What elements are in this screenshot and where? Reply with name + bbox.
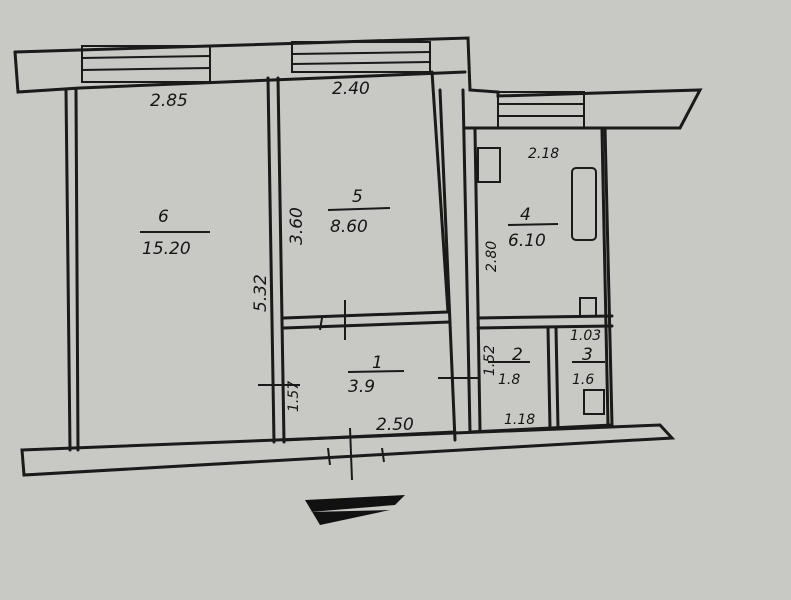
room-6: 6 15.20 [140,207,210,259]
room-number: 4 [520,205,531,225]
room-1: 1 3.9 [347,353,405,397]
dim-room5-width: 2.40 [332,79,370,99]
dim-room1-depth: 1.57 [286,381,302,412]
room-number: 3 [582,345,593,365]
room-area: 3.9 [348,377,375,397]
room-area: 1.6 [572,372,594,388]
dim-room6-depth: 5.32 [251,274,271,312]
room-area: 6.10 [508,231,546,251]
room-number: 5 [352,187,363,207]
dim-room6-width: 2.85 [150,91,188,111]
dim-room1-width: 2.50 [376,415,414,435]
room-number: 6 [158,207,169,227]
walls [13,36,703,481]
dimensions: 2.85 2.40 2.18 3.60 5.32 2.80 1.57 2.50 … [150,79,601,435]
blackout-mark [305,495,405,525]
room-2: 2 1.8 [488,345,530,388]
room-5: 5 8.60 [327,187,391,237]
room-number: 2 [512,345,523,365]
room-area: 8.60 [330,217,368,237]
dim-room2-width: 1.18 [504,412,535,428]
room-area: 1.8 [498,372,520,388]
dim-room3-width: 1.03 [570,328,601,344]
room-area: 15.20 [142,239,191,259]
dim-room5-depth: 3.60 [287,207,307,245]
room-3: 3 1.6 [572,345,605,388]
dim-room4-depth: 2.80 [484,241,500,272]
room-number: 1 [372,353,383,373]
room-4: 4 6.10 [507,205,559,251]
dim-room4-width: 2.18 [528,146,559,162]
dim-room2-depth: 1.52 [482,345,498,376]
